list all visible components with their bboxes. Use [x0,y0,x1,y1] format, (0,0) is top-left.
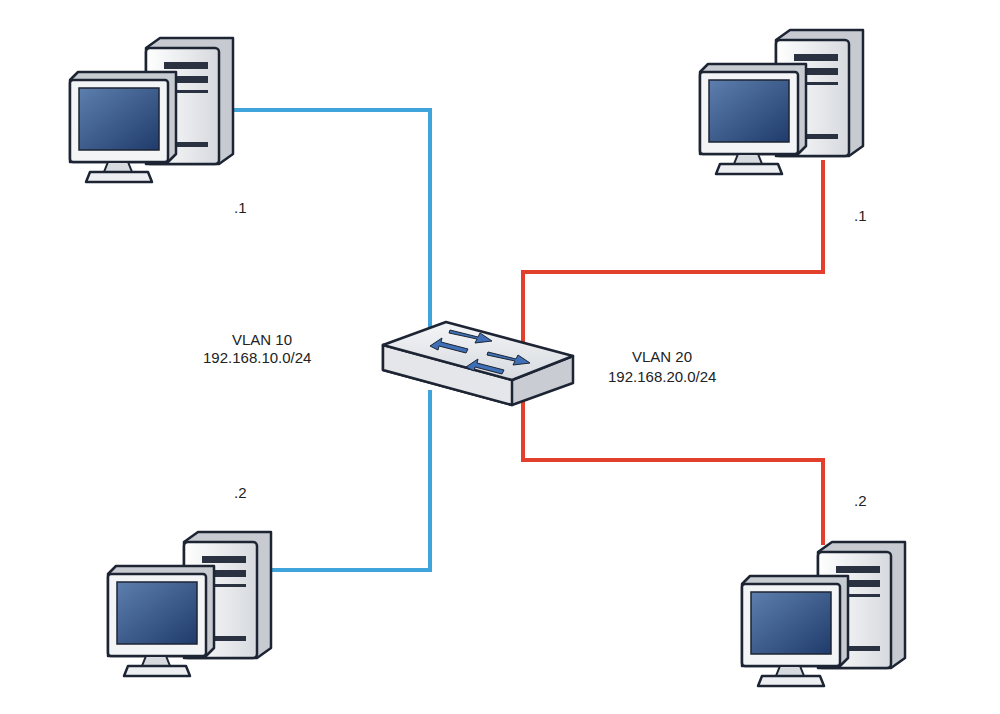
host-address: .1 [852,207,869,225]
vlan20-link [523,160,823,360]
vlan-name: VLAN 20 [630,348,694,366]
subnet-address: 192.168.10.0/24 [201,349,313,367]
vlan-name: VLAN 10 [230,331,294,349]
vlan20-link [523,395,823,545]
vlan10-link [270,390,430,570]
vlan-links [232,110,823,570]
switch-icon [383,322,573,405]
host-address: .2 [852,492,869,510]
subnet-address: 192.168.20.0/24 [606,368,718,386]
vlan10-link [232,110,430,340]
computer-icon [742,542,905,686]
computer-icon [108,532,271,676]
computer-icon [700,30,863,174]
host-address: .2 [232,484,249,502]
host-address: .1 [232,199,249,217]
computer-icon [70,38,233,182]
